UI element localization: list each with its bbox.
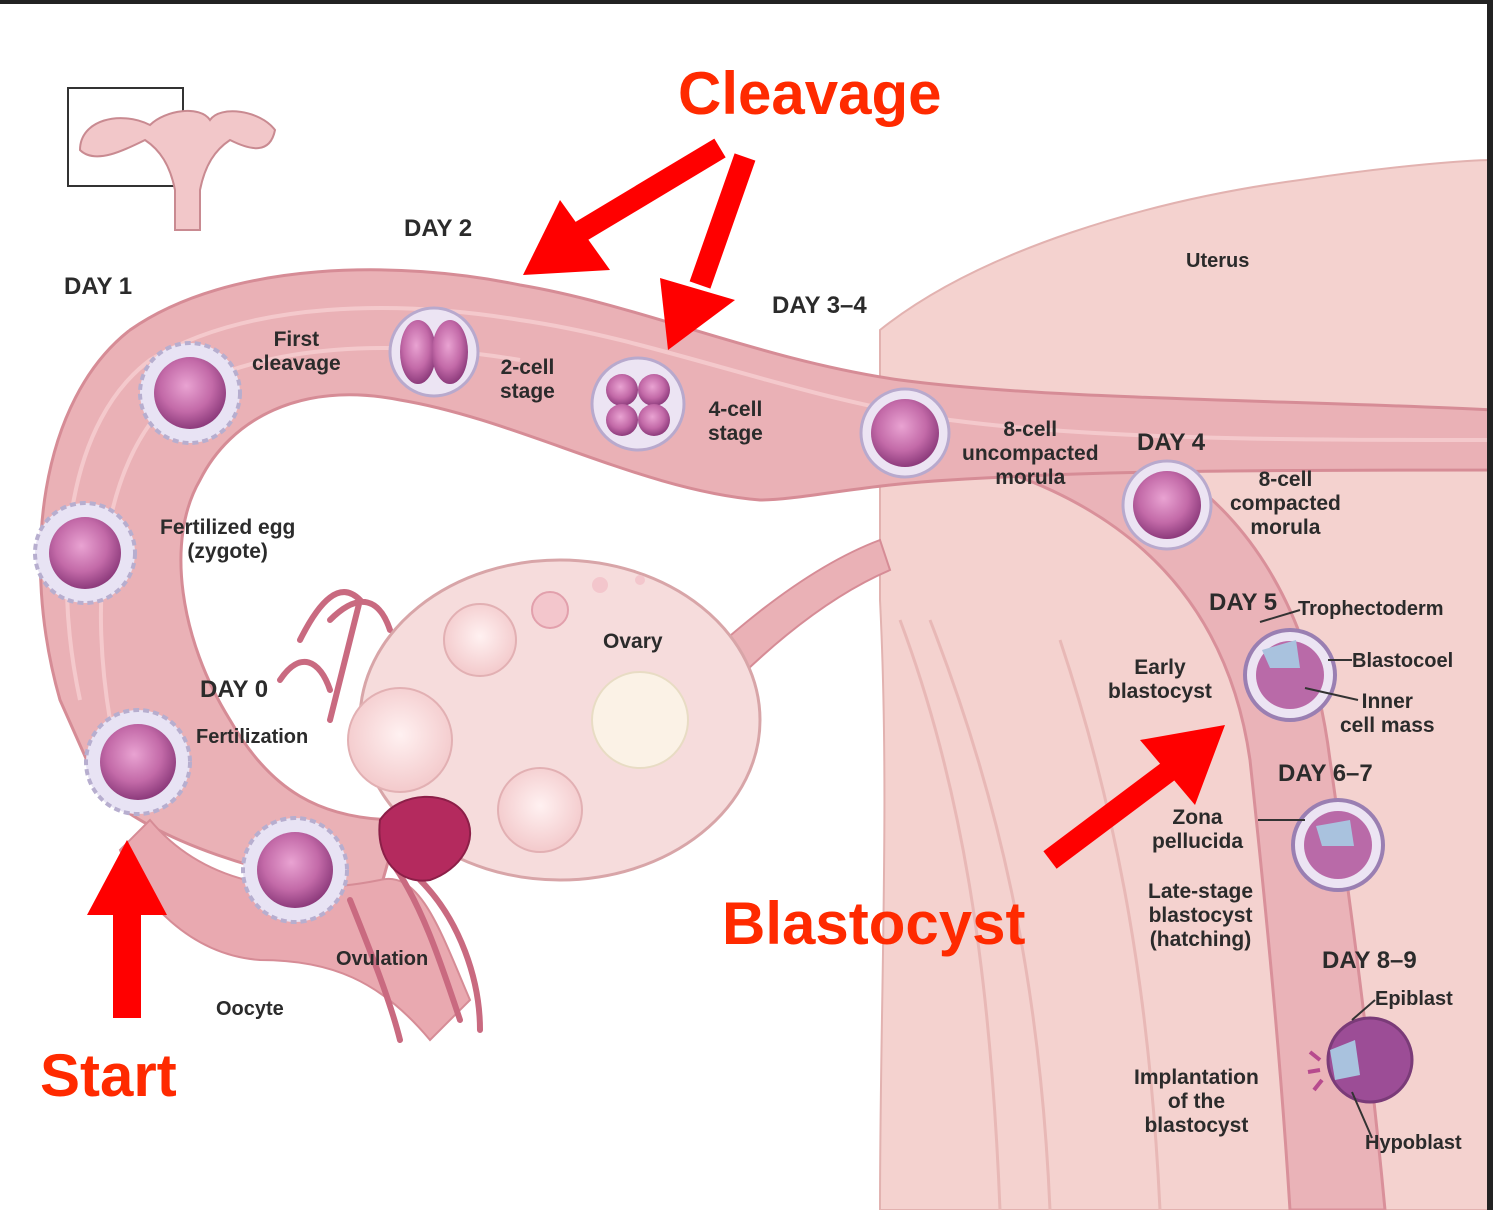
label-oocyte: Oocyte (216, 998, 284, 1021)
heading-blastocyst: Blastocyst (722, 894, 1025, 954)
label-implantation: Implantation of the blastocyst (1134, 1066, 1259, 1138)
label-day-4: DAY 4 (1137, 429, 1205, 457)
cleavage-arrow-left (523, 148, 720, 275)
label-uterus: Uterus (1186, 250, 1249, 273)
follicle (532, 592, 568, 628)
label-2-cell-stage: 2-cell stage (500, 356, 555, 404)
corpus-albicans (592, 672, 688, 768)
inset-uterus (80, 111, 275, 230)
label-epiblast: Epiblast (1375, 988, 1453, 1011)
label-8-cell-compacted: 8-cell compacted morula (1230, 468, 1341, 540)
label-day-0: DAY 0 (200, 676, 268, 704)
label-day-6-7: DAY 6–7 (1278, 760, 1373, 788)
label-late-stage-blastocyst: Late-stage blastocyst (hatching) (1148, 880, 1253, 952)
heading-cleavage: Cleavage (678, 64, 942, 124)
label-day-1: DAY 1 (64, 273, 132, 301)
label-inner-cell-mass: Inner cell mass (1340, 690, 1435, 738)
label-first-cleavage: First cleavage (252, 328, 341, 376)
follicle (498, 768, 582, 852)
label-fertilized-egg: Fertilized egg (zygote) (160, 516, 295, 564)
label-early-blastocyst: Early blastocyst (1108, 656, 1212, 704)
four-cell-embryo (592, 358, 684, 450)
eight-cell-compacted-embryo (1123, 461, 1211, 549)
first-cleavage-cell (140, 343, 240, 443)
follicle (348, 688, 452, 792)
fertilization-cell (86, 710, 190, 814)
label-hypoblast: Hypoblast (1365, 1132, 1462, 1155)
label-ovulation: Ovulation (336, 948, 428, 971)
two-cell-embryo (390, 308, 478, 396)
label-day-8-9: DAY 8–9 (1322, 947, 1417, 975)
label-8-cell-uncompacted: 8-cell uncompacted morula (962, 418, 1099, 490)
oocyte-cell (243, 818, 347, 922)
label-day-2: DAY 2 (404, 215, 472, 243)
label-trophectoderm: Trophectoderm (1298, 598, 1444, 621)
label-zona-pellucida: Zona pellucida (1152, 806, 1243, 854)
zygote-cell (35, 503, 135, 603)
label-blastocoel: Blastocoel (1352, 650, 1453, 673)
eight-cell-uncompacted-embryo (861, 389, 949, 477)
heading-start: Start (40, 1046, 177, 1106)
frame-top-border (0, 0, 1493, 4)
frame-right-border (1487, 0, 1493, 1210)
label-day-5: DAY 5 (1209, 589, 1277, 617)
late-stage-blastocyst (1293, 800, 1383, 890)
label-day-3-4: DAY 3–4 (772, 292, 867, 320)
label-ovary: Ovary (603, 630, 663, 654)
follicle (635, 575, 645, 585)
follicle (444, 604, 516, 676)
label-4-cell-stage: 4-cell stage (708, 398, 763, 446)
label-fertilization: Fertilization (196, 726, 308, 749)
ruptured-follicle (379, 797, 470, 881)
follicle (592, 577, 608, 593)
early-blastocyst (1245, 630, 1335, 720)
